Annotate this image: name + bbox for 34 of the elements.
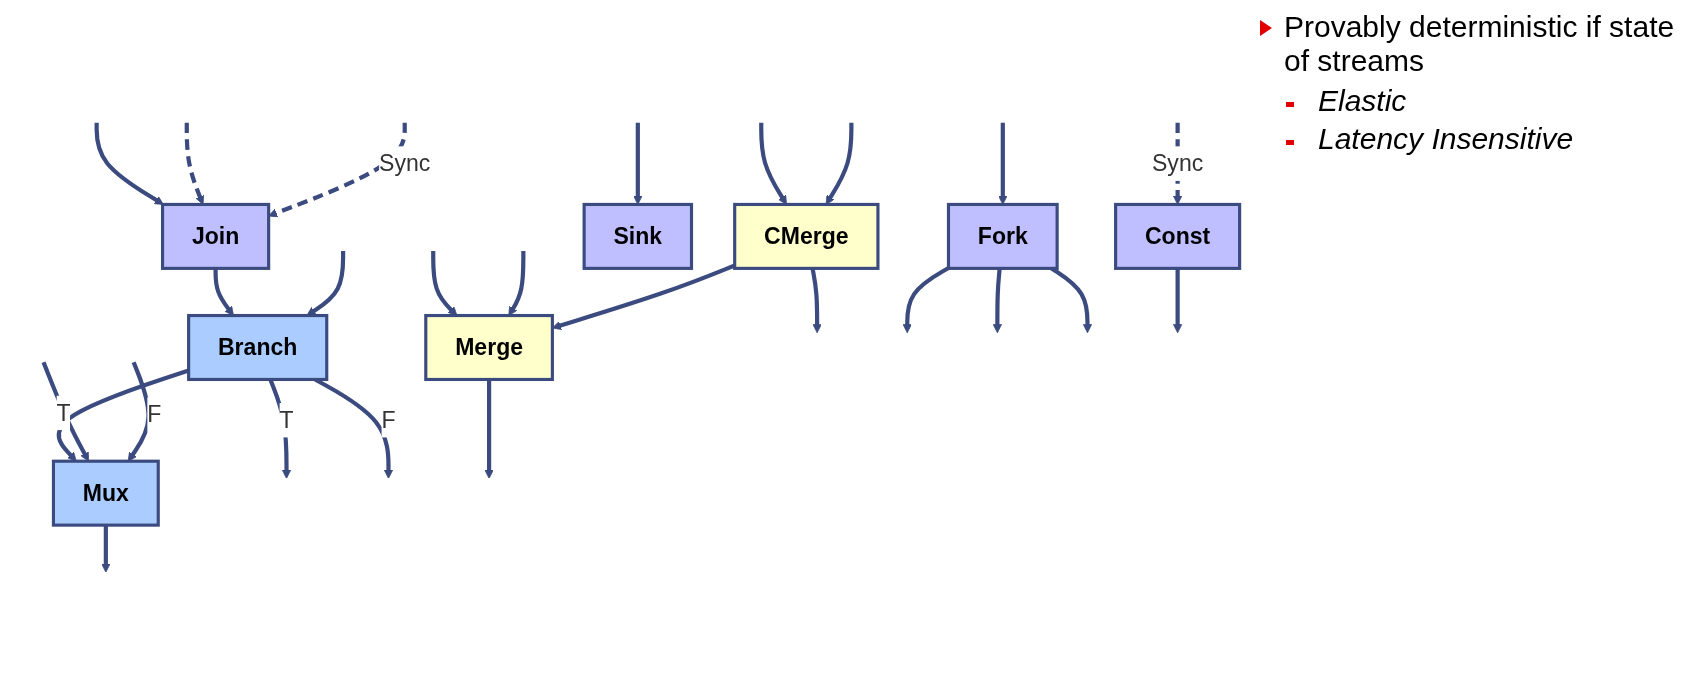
process-box: Fork [946, 202, 1059, 270]
sub-bullet-text: Latency Insensitive [1318, 122, 1574, 155]
edge-label: F [147, 401, 162, 428]
arrow [127, 361, 151, 462]
arrow [992, 268, 1002, 334]
arrow [810, 268, 822, 334]
edge-label: F [381, 407, 396, 434]
process-box: Sink [582, 202, 694, 270]
edge-label: Sync [379, 150, 431, 177]
process-box: Mux [51, 459, 160, 527]
dashed-arrow [184, 122, 205, 205]
arrow [998, 122, 1008, 205]
bullet-text: Provably deterministic if state of streams [1284, 10, 1675, 77]
process-box: Join [161, 202, 271, 270]
edge-label: T [56, 399, 71, 426]
arrow [508, 251, 526, 316]
arrow [825, 122, 854, 205]
process-box: Branch [187, 313, 329, 382]
arrow [902, 266, 950, 334]
arrow [213, 268, 234, 316]
sub-bullet-text: Elastic [1318, 84, 1407, 117]
process-box: Const [1114, 202, 1242, 270]
arrow [1173, 268, 1183, 334]
process-box: CMerge [733, 202, 880, 270]
arrow [484, 379, 494, 479]
process-box: Merge [424, 313, 554, 382]
arrow [431, 251, 458, 316]
arrow [759, 122, 787, 205]
edge-label: T [279, 407, 294, 434]
arrow [633, 122, 643, 205]
arrow [101, 525, 111, 573]
arrow [94, 122, 164, 205]
arrow [306, 251, 346, 316]
edge-label: Sync [1151, 150, 1204, 177]
